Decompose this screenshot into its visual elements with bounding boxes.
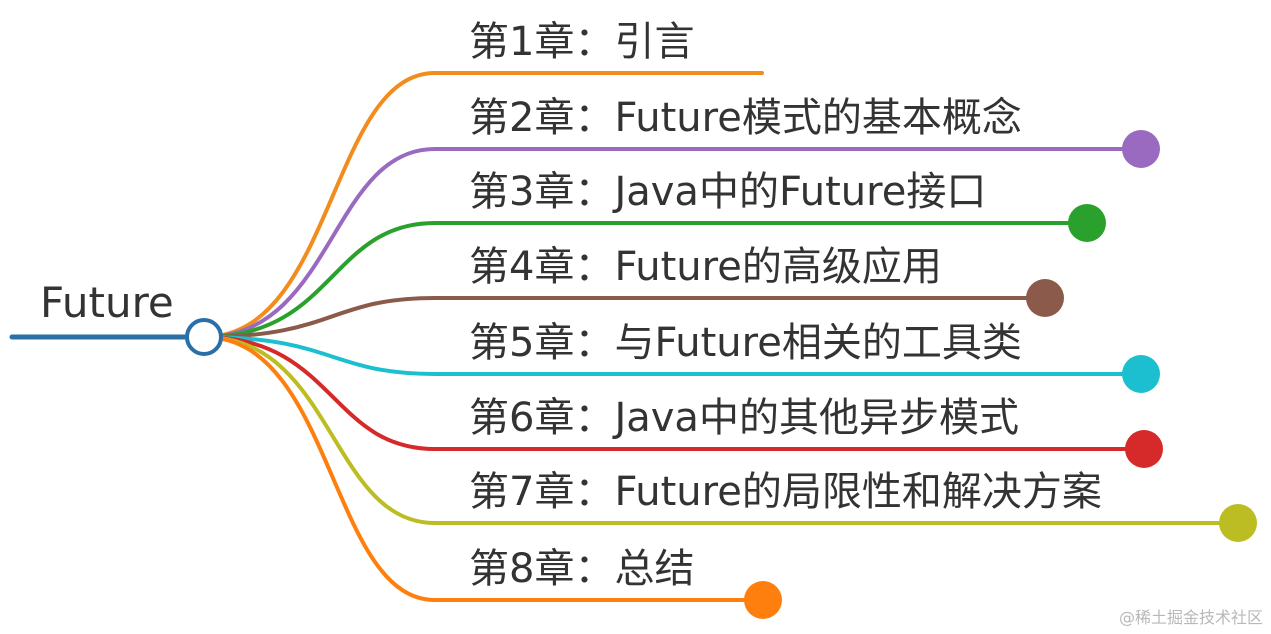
branch-node-7 <box>1219 504 1257 542</box>
root-label: Future <box>40 278 174 327</box>
branch-node-5 <box>1122 355 1160 393</box>
branch-label-7: 第7章：Future的局限性和解决方案 <box>469 469 1102 515</box>
branch-node-2 <box>1122 130 1160 168</box>
branch-label-2: 第2章：Future模式的基本概念 <box>469 95 1022 141</box>
branch-connector-2 <box>202 147 1143 339</box>
branch-connector-6 <box>202 335 1146 451</box>
branch-label-5: 第5章：与Future相关的工具类 <box>469 320 1022 366</box>
branch-label-6: 第6章：Java中的其他异步模式 <box>469 395 1019 441</box>
branch-label-1: 第1章：引言 <box>469 19 695 65</box>
watermark: @稀土掘金技术社区 <box>1118 608 1263 627</box>
branch-label-8: 第8章：总结 <box>469 546 695 592</box>
branch-label-3: 第3章：Java中的Future接口 <box>469 169 987 215</box>
root-node <box>185 318 223 356</box>
branch-connector-3 <box>202 221 1089 339</box>
branch-node-8 <box>744 581 782 619</box>
branch-node-6 <box>1125 430 1163 468</box>
branch-connector-5 <box>202 335 1143 376</box>
branch-connector-7 <box>202 335 1240 525</box>
branch-connector-4 <box>202 296 1047 339</box>
branch-label-4: 第4章：Future的高级应用 <box>469 244 942 290</box>
branch-node-4 <box>1026 279 1064 317</box>
branch-node-3 <box>1068 204 1106 242</box>
branch-connector-8 <box>202 335 765 602</box>
branch-connector-1 <box>202 71 764 339</box>
